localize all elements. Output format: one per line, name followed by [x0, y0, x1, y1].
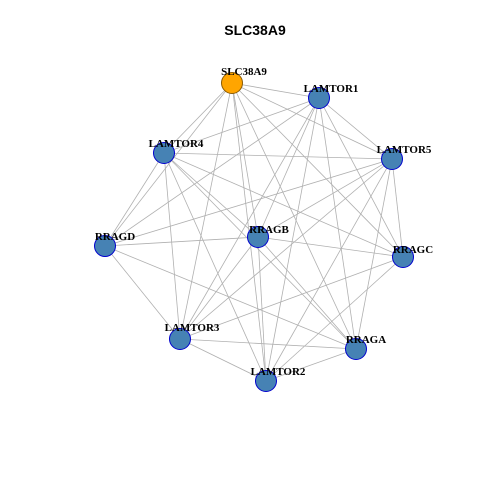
- edge-lamtor1-lamtor4: [163, 97, 320, 154]
- edge-slc38a9-rragb: [231, 82, 259, 238]
- node-label-rragb: RRAGB: [249, 224, 289, 236]
- edge-rraga-rragd: [104, 245, 357, 350]
- node-rragc[interactable]: [392, 246, 414, 268]
- node-lamtor5[interactable]: [381, 148, 403, 170]
- node-label-lamtor2: LAMTOR2: [251, 366, 306, 378]
- edge-lamtor5-lamtor4: [163, 152, 393, 160]
- edge-rraga-lamtor4: [163, 152, 357, 350]
- node-label-rragc: RRAGC: [393, 244, 433, 256]
- edge-lamtor5-rragd: [104, 158, 393, 247]
- node-label-rraga: RRAGA: [346, 334, 386, 346]
- edge-lamtor3-rragd: [104, 245, 181, 340]
- edge-rraga-rragb: [257, 236, 357, 350]
- edge-lamtor1-rragb: [257, 97, 320, 238]
- edge-slc38a9-rragc: [231, 82, 404, 258]
- edge-rragc-lamtor3: [179, 256, 404, 340]
- edge-slc38a9-rragd: [104, 82, 233, 247]
- edge-rraga-lamtor3: [179, 338, 357, 350]
- node-label-slc38a9: SLC38A9: [221, 66, 267, 78]
- edge-slc38a9-lamtor3: [179, 82, 233, 340]
- edge-lamtor3-rragb: [179, 236, 259, 340]
- edge-lamtor5-rraga: [355, 158, 393, 350]
- edge-rragc-lamtor2: [265, 256, 404, 382]
- edge-slc38a9-lamtor1: [231, 82, 320, 99]
- edge-rragd-lamtor4: [104, 152, 165, 247]
- edge-lamtor4-rragb: [163, 152, 259, 238]
- edge-rragc-rragb: [257, 236, 404, 258]
- edge-lamtor1-lamtor5: [318, 97, 393, 160]
- node-lamtor4[interactable]: [153, 142, 175, 164]
- node-lamtor1[interactable]: [308, 87, 330, 109]
- edge-lamtor1-rragd: [104, 97, 320, 247]
- edge-lamtor1-rraga: [318, 97, 357, 350]
- node-rragb[interactable]: [247, 226, 269, 248]
- node-label-rragd: RRAGD: [95, 231, 135, 243]
- edge-lamtor2-lamtor3: [179, 338, 267, 382]
- edge-lamtor2-rragb: [257, 236, 267, 382]
- node-layer: [94, 72, 414, 392]
- edge-rraga-lamtor2: [265, 348, 357, 382]
- node-label-lamtor4: LAMTOR4: [149, 138, 204, 150]
- edge-rragd-rragb: [104, 236, 259, 247]
- edge-rragc-lamtor4: [163, 152, 404, 258]
- edge-lamtor5-lamtor3: [179, 158, 393, 340]
- edge-lamtor2-lamtor4: [163, 152, 267, 382]
- edge-lamtor5-lamtor2: [265, 158, 393, 382]
- node-lamtor2[interactable]: [255, 370, 277, 392]
- edge-lamtor1-lamtor3: [179, 97, 320, 340]
- edge-lamtor3-lamtor4: [163, 152, 181, 340]
- edge-lamtor5-rragc: [391, 158, 404, 258]
- node-label-lamtor1: LAMTOR1: [304, 83, 359, 95]
- node-slc38a9[interactable]: [221, 72, 243, 94]
- node-label-lamtor5: LAMTOR5: [377, 144, 432, 156]
- node-rraga[interactable]: [345, 338, 367, 360]
- node-label-lamtor3: LAMTOR3: [165, 322, 220, 334]
- edge-lamtor1-lamtor2: [265, 97, 320, 382]
- edge-slc38a9-lamtor4: [163, 82, 233, 154]
- node-lamtor3[interactable]: [169, 328, 191, 350]
- node-rragd[interactable]: [94, 235, 116, 257]
- edge-lamtor5-rragb: [257, 158, 393, 238]
- edge-layer: [104, 82, 404, 382]
- diagram-title: SLC38A9: [224, 22, 286, 38]
- edge-slc38a9-lamtor5: [231, 82, 393, 160]
